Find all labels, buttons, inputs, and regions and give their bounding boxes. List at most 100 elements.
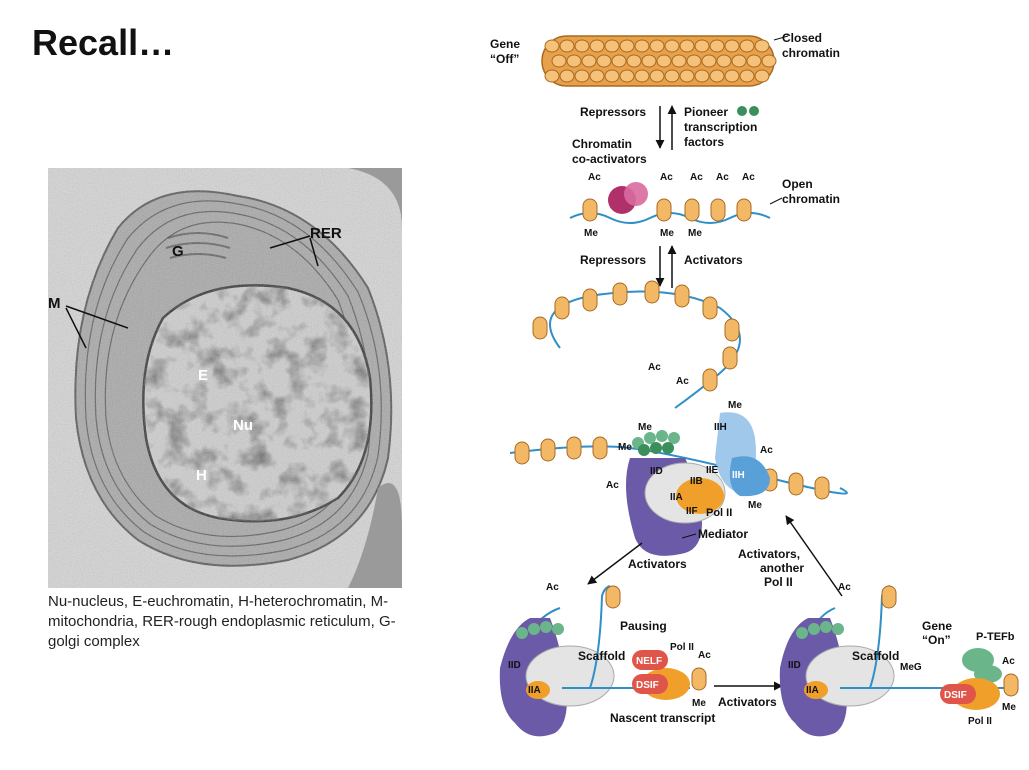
nucleosome (702, 368, 718, 392)
nucleosome (551, 54, 567, 68)
nucleosome (532, 316, 548, 340)
nucleosome (716, 54, 732, 68)
pol2-label: Pol II (670, 642, 694, 653)
nucleosome (566, 54, 582, 68)
nucleosome (604, 39, 620, 53)
ac-label: Ac (760, 445, 773, 456)
nucleosome (724, 69, 740, 83)
nascent-transcript-label: Nascent transcript (610, 711, 715, 725)
dsif-label: DSIF (944, 690, 967, 701)
nucleosome (656, 198, 672, 222)
nucleosome (754, 39, 770, 53)
iia-label: IIA (806, 685, 819, 696)
iie-label: IIE (706, 465, 719, 476)
ac-label: Ac (588, 172, 601, 183)
transcription-diagram: Gene “Off” Closed chromatin Repressors P… (490, 31, 1019, 737)
iid-label: IID (508, 660, 521, 671)
iia-label: IIA (670, 492, 683, 503)
nucleosome (701, 54, 717, 68)
nucleosome (694, 39, 710, 53)
nucleosome (582, 198, 598, 222)
nucleosome (694, 69, 710, 83)
ac-label: Ac (698, 650, 711, 661)
nucleosome (574, 69, 590, 83)
nucleosome (611, 54, 627, 68)
nucleosome (739, 69, 755, 83)
nucleosome (612, 282, 628, 306)
nucleosome (709, 39, 725, 53)
micro-label-rer: RER (310, 225, 342, 242)
nucleosome (540, 438, 556, 462)
nucleosome (702, 296, 718, 320)
ac-label: Ac (606, 480, 619, 491)
nucleosome (679, 39, 695, 53)
nucleosome (710, 198, 726, 222)
micro-label-nu: Nu (233, 417, 253, 434)
nucleosome (724, 318, 740, 342)
nucleosome (761, 54, 777, 68)
nelf-label: NELF (636, 656, 662, 667)
me-label: Me (692, 698, 706, 709)
nucleosome (684, 198, 700, 222)
nucleosome (709, 69, 725, 83)
pausing-label: Pausing (620, 619, 667, 633)
activators-label-1: Activators (684, 253, 743, 267)
scaffold-label: Scaffold (852, 649, 899, 663)
electron-micrograph: RER G M E Nu H (48, 168, 402, 588)
mediator-label: Mediator (698, 527, 748, 541)
nucleosome (626, 54, 642, 68)
slide-title: Recall… (32, 22, 175, 63)
nucleosome (739, 39, 755, 53)
gene-off-label: Gene “Off” (490, 37, 523, 66)
nucleosome (736, 198, 752, 222)
nucleosome (604, 69, 620, 83)
nucleosome (514, 441, 530, 465)
pioneer-factor-dot (749, 106, 759, 116)
nucleosome (649, 69, 665, 83)
me-label: Me (660, 228, 674, 239)
me-label: Me (748, 500, 762, 511)
gene-on-label: Gene “On” (922, 619, 955, 647)
ac-label: Ac (716, 172, 729, 183)
nucleosome (589, 69, 605, 83)
nucleosome (619, 69, 635, 83)
micro-label-e: E (198, 367, 208, 384)
nucleosome (788, 472, 804, 496)
pol2-label: Pol II (968, 716, 992, 727)
nucleosome (664, 69, 680, 83)
nucleosome (746, 54, 762, 68)
nucleosome (559, 39, 575, 53)
nucleosome (596, 54, 612, 68)
nucleosome (589, 39, 605, 53)
nucleosome (544, 69, 560, 83)
iif-label: IIF (686, 506, 698, 517)
iih-shape (729, 456, 770, 497)
nucleosome (649, 39, 665, 53)
dsif-shape (940, 684, 976, 704)
nucleosome (581, 54, 597, 68)
ac-label: Ac (660, 172, 673, 183)
preinitiation-complex (626, 412, 770, 556)
nucleosome (644, 280, 660, 304)
nucleosome (724, 39, 740, 53)
me-label: Me (638, 422, 652, 433)
micro-label-g: G (172, 243, 184, 260)
pioneer-factors-label: Pioneer transcription factors (684, 105, 761, 149)
nucleosome (671, 54, 687, 68)
nucleosome (674, 284, 690, 308)
nucleosome (582, 288, 598, 312)
ac-label: Ac (546, 582, 559, 593)
dsif-label: DSIF (636, 680, 659, 691)
me-label: Me (688, 228, 702, 239)
iia-label: IIA (528, 685, 541, 696)
nucleosome (664, 39, 680, 53)
nucleosome (554, 296, 570, 320)
coactivators-label: Chromatin co-activators (572, 137, 647, 166)
me-label: Me (584, 228, 598, 239)
iib-label: IIB (690, 476, 703, 487)
ac-label: Ac (742, 172, 755, 183)
closed-chromatin-label: Closed chromatin (782, 31, 840, 60)
micro-label-m: M (48, 295, 61, 312)
ac-label: Ac (838, 582, 851, 593)
